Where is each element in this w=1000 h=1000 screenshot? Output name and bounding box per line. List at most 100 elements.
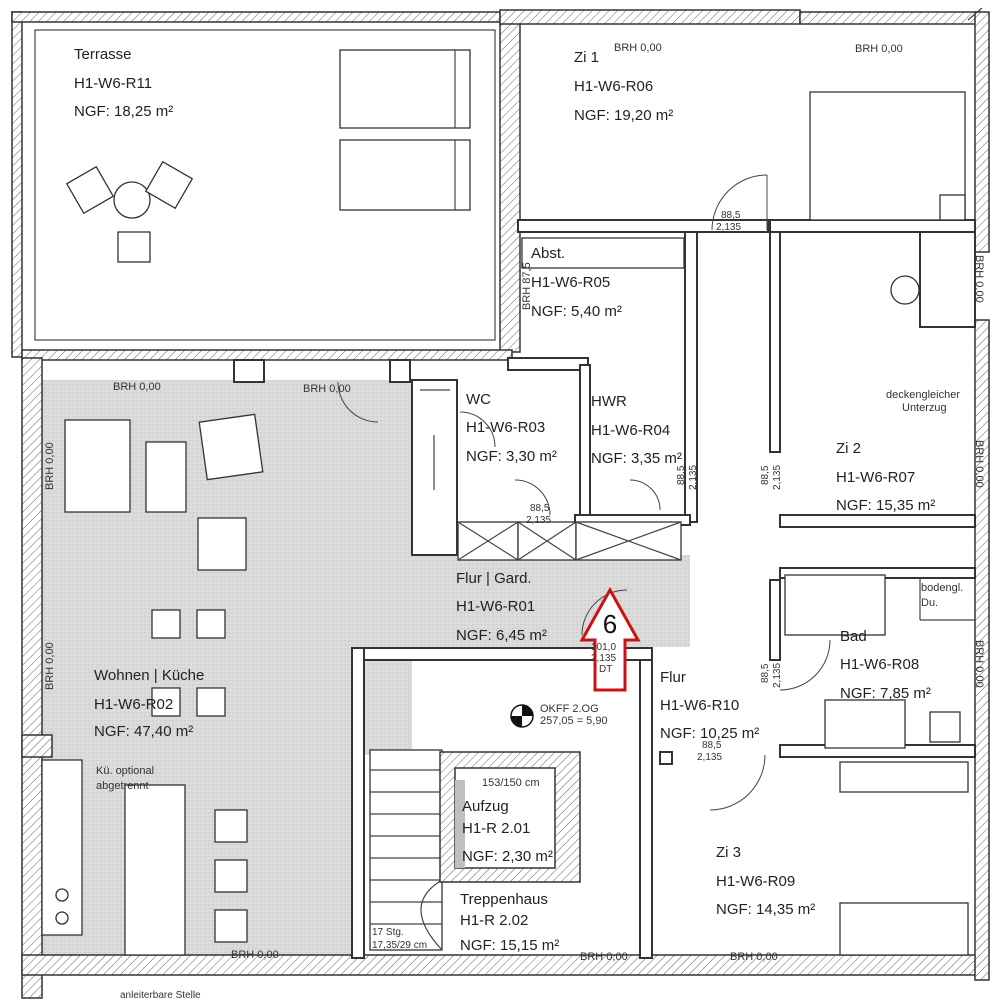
room-flur-gard: Flur | Gard. H1-W6-R01 NGF: 6,45 m² <box>456 570 547 644</box>
room-code: H1-W6-R11 <box>74 75 152 92</box>
outer-walls <box>11 9 990 999</box>
room-zi3: Zi 3 H1-W6-R09 NGF: 14,35 m² <box>716 844 815 918</box>
door-swings <box>337 174 831 811</box>
rescue-access-note: anleiterbare Stelle <box>120 990 201 1000</box>
brh-label: BRH 0,00 <box>973 255 985 303</box>
svg-text:2,135: 2,135 <box>772 465 783 490</box>
room-code: H1-W6-R01 <box>456 598 535 615</box>
room-name: Treppenhaus <box>460 891 548 908</box>
room-area: NGF: 19,20 m² <box>574 107 673 124</box>
elevator-size: 153/150 cm <box>482 777 539 789</box>
svg-text:2,135: 2,135 <box>688 465 699 490</box>
terrasse-frame <box>34 29 496 341</box>
brh-label: BRH 0,00 <box>855 43 903 55</box>
svg-text:88,5: 88,5 <box>702 740 722 751</box>
svg-text:2,135: 2,135 <box>697 752 722 763</box>
room-terrasse: Terrasse H1-W6-R11 NGF: 18,25 m² <box>74 46 173 120</box>
svg-text:88,5: 88,5 <box>676 465 687 485</box>
kitchen-note: abgetrennt <box>96 780 149 792</box>
room-area: NGF: 2,30 m² <box>462 848 553 865</box>
svg-text:88,5: 88,5 <box>760 663 771 683</box>
room-code: H1-R 2.01 <box>462 820 530 837</box>
svg-text:88,5: 88,5 <box>530 503 550 514</box>
room-code: H1-W6-R10 <box>660 697 739 714</box>
room-name: WC <box>466 391 491 408</box>
brh-label: BRH 0,00 <box>44 642 56 690</box>
svg-text:2,135: 2,135 <box>772 663 783 688</box>
room-abst: Abst. H1-W6-R05 NGF: 5,40 m² <box>531 245 622 320</box>
stair-count: 17 Stg. <box>372 927 404 938</box>
room-code: H1-W6-R02 <box>94 696 173 713</box>
svg-text:DT: DT <box>599 664 612 675</box>
room-code: H1-W6-R06 <box>574 78 653 95</box>
level-value: 257,05 = 5,90 <box>540 715 608 727</box>
staircase <box>369 749 443 951</box>
brh-label: BRH 0,00 <box>614 42 662 54</box>
brh-label: BRH 0,00 <box>231 949 279 961</box>
room-code: H1-W6-R07 <box>836 469 915 486</box>
plan-notes: deckengleicher Unterzug bodengl. Du. Kü.… <box>96 389 963 1000</box>
room-area: NGF: 3,35 m² <box>591 450 682 467</box>
room-wc: WC H1-W6-R03 NGF: 3,30 m² <box>466 391 557 465</box>
interior-walls <box>233 219 976 959</box>
room-area: NGF: 10,25 m² <box>660 725 759 742</box>
room-name: Flur <box>660 669 686 686</box>
room-name: Zi 1 <box>574 49 599 66</box>
room-name: Wohnen | Küche <box>94 667 204 684</box>
brh-label: BRH 0,00 <box>730 951 778 963</box>
room-treppe: Treppenhaus H1-R 2.02 NGF: 15,15 m² <box>460 891 559 954</box>
room-area: NGF: 15,35 m² <box>836 497 935 514</box>
room-wohnen: Wohnen | Küche H1-W6-R02 NGF: 47,40 m² <box>94 667 204 740</box>
room-code: H1-W6-R08 <box>840 656 919 673</box>
brh-label: BRH 0,00 <box>973 440 985 488</box>
svg-text:101,0: 101,0 <box>591 642 616 653</box>
room-code: H1-W6-R09 <box>716 873 795 890</box>
room-hwr: HWR H1-W6-R04 NGF: 3,35 m² <box>591 393 682 467</box>
brh-label: BRH 0,00 <box>113 381 161 393</box>
room-name: Zi 3 <box>716 844 741 861</box>
room-bad: Bad H1-W6-R08 NGF: 7,85 m² <box>840 628 931 702</box>
room-aufzug: Aufzug H1-R 2.01 NGF: 2,30 m² <box>462 798 553 865</box>
room-zi2: Zi 2 H1-W6-R07 NGF: 15,35 m² <box>836 440 935 514</box>
brh-label: BRH 0,00 <box>973 640 985 688</box>
room-area: NGF: 5,40 m² <box>531 303 622 320</box>
room-name: Aufzug <box>462 798 509 815</box>
room-name: Abst. <box>531 245 565 262</box>
svg-text:88,5: 88,5 <box>721 210 741 221</box>
room-code: H1-W6-R04 <box>591 422 670 439</box>
stair-size: 17,35/29 cm <box>372 940 427 951</box>
room-area: NGF: 18,25 m² <box>74 103 173 120</box>
shower-note: bodengl. <box>921 582 963 594</box>
position-marker-label: 6 <box>603 609 617 639</box>
room-area: NGF: 7,85 m² <box>840 685 931 702</box>
room-flur: Flur H1-W6-R10 NGF: 10,25 m² <box>660 669 759 742</box>
room-name: HWR <box>591 393 627 410</box>
brh-label: BRH 0,00 <box>580 951 628 963</box>
svg-text:2,135: 2,135 <box>526 515 551 526</box>
brh-875-label: BRH 87,5 <box>521 262 533 310</box>
room-code: H1-W6-R03 <box>466 419 545 436</box>
brh-label: BRH 0,00 <box>303 383 351 395</box>
room-name: Bad <box>840 628 867 645</box>
svg-text:2,135: 2,135 <box>591 653 616 664</box>
room-name: Flur | Gard. <box>456 570 532 587</box>
position-marker-arrow: 6 <box>579 586 641 692</box>
brh-label: BRH 0,00 <box>44 442 56 490</box>
shower-note: Du. <box>921 597 938 609</box>
window-annotations: BRH 0,00 BRH 0,00 BRH 0,00 BRH 0,00 BRH … <box>44 42 985 963</box>
furniture <box>41 7 983 956</box>
room-area: NGF: 47,40 m² <box>94 723 193 740</box>
room-area: NGF: 3,30 m² <box>466 448 557 465</box>
door-dimensions: 88,5 2,135 88,5 2,135 88,5 2,135 88,5 2,… <box>526 210 783 763</box>
room-code: H1-R 2.02 <box>460 912 528 929</box>
room-name: Zi 2 <box>836 440 861 457</box>
svg-text:2,135: 2,135 <box>716 222 741 233</box>
level-note: OKFF 2.OG <box>540 703 599 715</box>
room-zi1: Zi 1 H1-W6-R06 NGF: 19,20 m² <box>574 49 673 124</box>
room-area: NGF: 6,45 m² <box>456 627 547 644</box>
unterzug-note: deckengleicher <box>886 389 960 401</box>
svg-text:88,5: 88,5 <box>760 465 771 485</box>
room-area: NGF: 14,35 m² <box>716 901 815 918</box>
room-area: NGF: 15,15 m² <box>460 937 559 954</box>
